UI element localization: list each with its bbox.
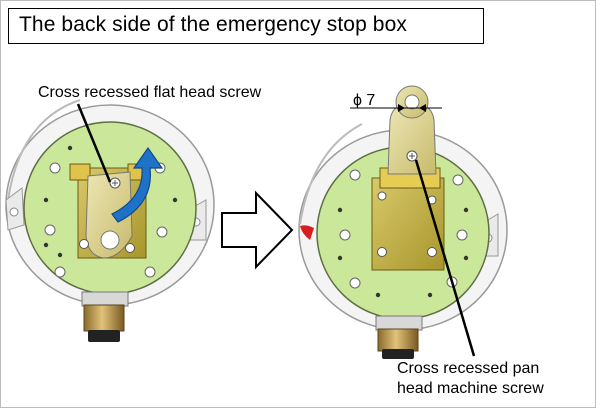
page-title: The back side of the emergency stop box bbox=[19, 13, 407, 36]
pan-screw-leader bbox=[414, 159, 476, 357]
pan-head-screw-label-line2: head machine screw bbox=[397, 380, 544, 397]
box-before bbox=[5, 99, 215, 342]
right-arrow-icon bbox=[221, 190, 294, 270]
flat-head-screw-label: Cross recessed flat head screw bbox=[38, 84, 262, 101]
rotate-arrow-icon bbox=[111, 146, 164, 223]
diameter-label: ϕ 7 bbox=[353, 92, 376, 109]
box-after bbox=[298, 85, 508, 359]
pan-head-screw-label-line1: Cross recessed pan bbox=[397, 360, 540, 377]
flat-screw-leader bbox=[76, 103, 112, 183]
title-box: The back side of the emergency stop box bbox=[8, 8, 484, 44]
